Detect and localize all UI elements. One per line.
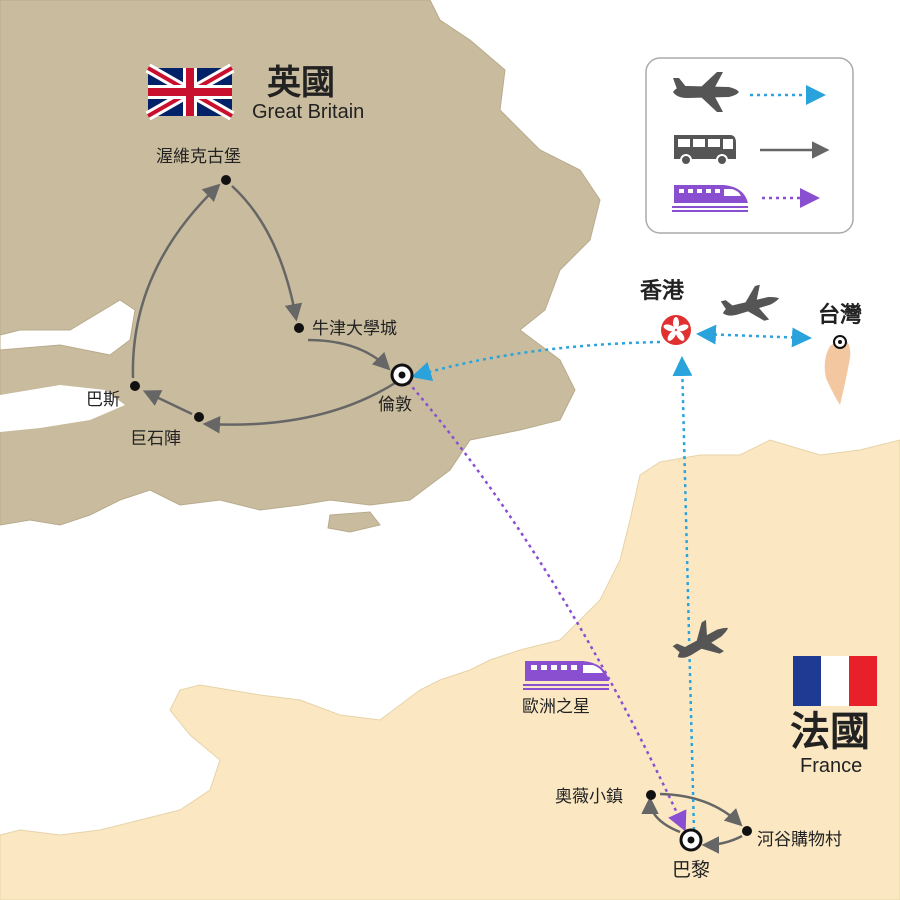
outlet-marker[interactable] <box>742 826 752 836</box>
eurostar-route <box>407 381 687 832</box>
union-jack-icon <box>145 63 235 121</box>
bath-marker[interactable] <box>130 381 140 391</box>
airplane-icon <box>672 619 728 658</box>
paris-label: 巴黎 <box>672 859 710 881</box>
auvers-marker[interactable] <box>646 790 656 800</box>
coach-bus-icon <box>674 135 736 166</box>
legend <box>645 57 854 234</box>
train-icon <box>672 185 748 212</box>
isle-of-wight <box>327 511 381 533</box>
london-marker[interactable] <box>390 363 414 387</box>
paris-marker[interactable] <box>679 828 703 852</box>
taiwan-label: 台灣 <box>818 302 862 328</box>
hong-kong-flag-icon[interactable] <box>661 315 691 345</box>
oxford-marker[interactable] <box>294 323 304 333</box>
stonehenge-label: 巨石陣 <box>130 429 181 449</box>
hong-kong-label: 香港 <box>640 279 685 304</box>
airplane-icon <box>673 72 739 112</box>
edinburgh-label: 渥維克古堡 <box>156 147 241 167</box>
auvers-label: 奧薇小鎮 <box>555 787 623 807</box>
stonehenge-marker[interactable] <box>194 412 204 422</box>
french-flag-icon <box>793 656 877 706</box>
train-name-label: 歐洲之星 <box>522 697 590 717</box>
train-icon <box>523 661 609 690</box>
france-name-en: France <box>800 755 862 777</box>
taiwan-island-icon <box>824 338 851 405</box>
uk-coach-route <box>131 183 396 434</box>
france-name-zh: 法國 <box>790 709 870 755</box>
airplane-icon <box>720 284 779 321</box>
london-label: 倫敦 <box>378 395 412 415</box>
taiwan-marker[interactable] <box>833 335 847 349</box>
flight-routes <box>411 324 812 831</box>
britain-name-en: Great Britain <box>252 101 364 123</box>
edinburgh-marker[interactable] <box>221 175 231 185</box>
outlet-label: 河谷購物村 <box>757 830 842 850</box>
bath-label: 巴斯 <box>86 390 120 410</box>
oxford-label: 牛津大學城 <box>312 319 397 339</box>
britain-name-zh: 英國 <box>267 63 335 103</box>
france-landmass <box>0 439 900 900</box>
